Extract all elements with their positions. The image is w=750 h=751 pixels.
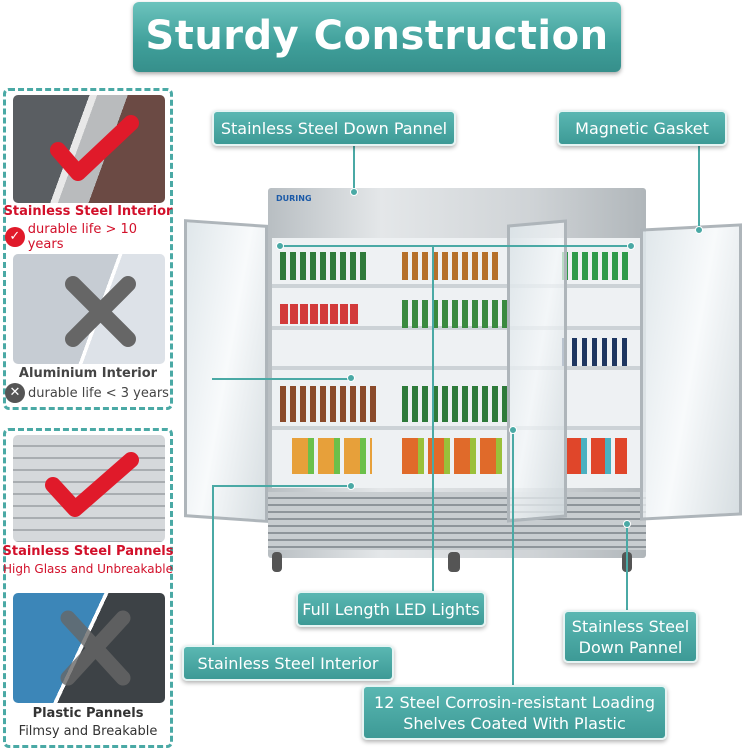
stainless-panel-image: [13, 435, 165, 542]
interior-good-title: Stainless Steel Interior: [3, 204, 173, 219]
aluminium-interior-image: [13, 254, 165, 364]
panel-bad-title: Plastic Pannels: [32, 706, 144, 721]
stainless-interior-image: [13, 95, 165, 203]
callout-interior: Stainless Steel Interior: [182, 645, 394, 681]
interior-bad-desc: durable life < 3 years: [28, 385, 169, 401]
panel-good-title: Stainless Steel Pannels: [2, 544, 174, 559]
callout-line: 12 Steel Corrosin-resistant Loading: [374, 692, 655, 712]
callout-line: Stainless Steel: [571, 616, 690, 636]
check-mark-icon: [45, 452, 139, 517]
page-title: Sturdy Construction: [133, 2, 621, 72]
check-icon: ✓: [5, 227, 25, 247]
right-glass-door[interactable]: [640, 223, 742, 521]
callout-line: Shelves Coated With Plastic: [403, 713, 626, 733]
caster: [272, 552, 282, 572]
x-icon: ✕: [5, 383, 25, 403]
check-mark-icon: [50, 115, 139, 181]
interior-bad-title: Aluminium Interior: [18, 366, 158, 381]
callout-line: Down Pannel: [578, 637, 683, 657]
callout-led-lights: Full Length LED Lights: [296, 591, 486, 627]
bottom-grille: [268, 492, 646, 550]
panel-good-desc: High Glass and Unbreakable: [3, 562, 173, 576]
interior-comparison-panel: [3, 88, 173, 410]
callout-shelves: 12 Steel Corrosin-resistant Loading Shel…: [362, 685, 667, 740]
caster: [448, 552, 460, 572]
panel-bad-desc: Filmsy and Breakable: [18, 724, 158, 739]
middle-glass-door[interactable]: [507, 219, 567, 523]
panel-comparison-panel: [3, 428, 173, 748]
x-mark-icon: [65, 276, 136, 347]
interior-good-desc: durable life > 10 years: [27, 222, 138, 252]
fridge-interior: [272, 238, 642, 488]
callout-magnetic-gasket: Magnetic Gasket: [557, 110, 727, 146]
left-glass-door[interactable]: [184, 219, 268, 523]
callout-down-panel-bottom: Stainless Steel Down Pannel: [563, 610, 698, 663]
x-mark-icon: [60, 610, 131, 686]
brand-logo: DURING: [276, 194, 312, 203]
callout-down-panel-top: Stainless Steel Down Pannel: [212, 110, 456, 146]
plastic-panel-image: [13, 593, 165, 703]
